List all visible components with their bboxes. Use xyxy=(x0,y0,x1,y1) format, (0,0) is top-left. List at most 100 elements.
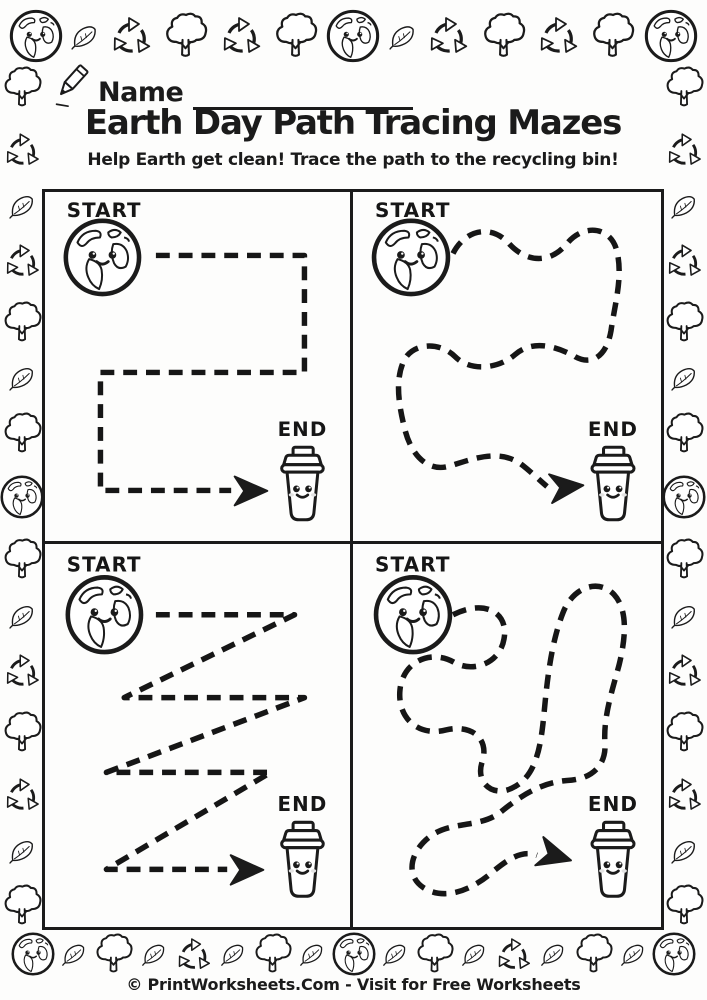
recycle-icon xyxy=(172,933,215,976)
leaf-icon xyxy=(140,940,168,968)
page-subtitle: Help Earth get clean! Trace the path to … xyxy=(87,150,619,170)
page-title: Earth Day Path Tracing Mazes xyxy=(84,103,622,143)
recycle-icon xyxy=(662,239,706,283)
earth-icon xyxy=(651,931,697,977)
leaf-icon xyxy=(69,21,100,52)
tree-icon xyxy=(251,933,294,976)
tree-icon xyxy=(662,884,706,928)
recycle-icon xyxy=(662,773,706,817)
earth-icon xyxy=(643,8,699,64)
recycling-bin-icon xyxy=(280,445,325,522)
tree-icon xyxy=(0,538,44,582)
leaf-icon xyxy=(7,601,37,631)
recycle-icon xyxy=(106,11,156,61)
recycle-icon xyxy=(662,128,706,172)
leaf-icon xyxy=(669,191,699,221)
earth-icon xyxy=(66,221,139,294)
tree-icon xyxy=(572,933,615,976)
maze-4-art: START END xyxy=(353,552,638,898)
name-input-line[interactable] xyxy=(193,71,414,110)
leaf-icon xyxy=(381,940,409,968)
tracing-path[interactable] xyxy=(103,611,308,873)
recycle-icon xyxy=(0,773,44,817)
maze-3-art: START END xyxy=(45,552,328,898)
earth-icon xyxy=(0,474,45,520)
earth-icon xyxy=(8,8,64,64)
leaf-icon xyxy=(298,940,326,968)
earth-icon xyxy=(331,931,377,977)
recycling-bin-icon xyxy=(590,445,636,522)
leaf-icon xyxy=(669,363,699,393)
tree-icon xyxy=(161,12,210,61)
recycle-icon xyxy=(662,649,706,693)
earth-icon xyxy=(376,577,450,652)
tracing-path[interactable] xyxy=(97,252,308,494)
tree-icon xyxy=(0,711,44,755)
arrow-icon xyxy=(229,854,265,886)
tree-icon xyxy=(413,933,456,976)
tree-icon xyxy=(662,711,706,755)
start-label: START xyxy=(67,552,142,576)
maze-cell-2: START END xyxy=(353,192,661,544)
leaf-icon xyxy=(619,940,647,968)
decorative-border-top xyxy=(8,6,699,66)
leaf-icon xyxy=(387,21,418,52)
footer-credit: © PrintWorksheets.Com - Visit for Free W… xyxy=(126,975,581,994)
recycle-icon xyxy=(492,933,535,976)
recycling-bin-icon xyxy=(280,820,325,898)
recycle-icon xyxy=(0,649,44,693)
end-label: END xyxy=(278,792,328,816)
start-label: START xyxy=(67,199,142,222)
earth-icon xyxy=(68,577,141,652)
tree-icon xyxy=(588,12,637,61)
name-row: Name xyxy=(46,60,414,110)
tracing-path[interactable] xyxy=(397,583,628,897)
tree-icon xyxy=(0,66,44,110)
leaf-icon xyxy=(7,836,37,866)
decorative-border-right xyxy=(663,66,705,928)
name-label: Name xyxy=(98,77,184,108)
arrow-icon xyxy=(548,469,586,505)
earth-icon xyxy=(661,474,707,520)
leaf-icon xyxy=(7,191,37,221)
leaf-icon xyxy=(460,940,488,968)
arrow-icon xyxy=(233,475,269,507)
maze-cell-3: START END xyxy=(45,544,353,927)
tree-icon xyxy=(0,412,44,456)
tree-icon xyxy=(662,301,706,345)
leaf-icon xyxy=(669,836,699,866)
maze-cell-1: START END xyxy=(45,192,353,544)
maze-grid: START END START END START xyxy=(42,189,664,930)
end-label: END xyxy=(588,792,638,816)
maze-1-art: START END xyxy=(45,199,328,522)
tree-icon xyxy=(0,301,44,345)
decorative-border-left xyxy=(1,66,43,928)
leaf-icon xyxy=(7,363,37,393)
end-label: END xyxy=(278,418,328,441)
leaf-icon xyxy=(219,940,247,968)
start-label: START xyxy=(375,199,451,222)
recycle-icon xyxy=(423,11,473,61)
recycling-bin-icon xyxy=(590,820,636,898)
tree-icon xyxy=(662,538,706,582)
recycle-icon xyxy=(0,128,44,172)
maze-cell-4: START END xyxy=(353,544,661,927)
earth-icon xyxy=(10,931,56,977)
start-label: START xyxy=(375,552,451,576)
tree-icon xyxy=(271,12,320,61)
decorative-border-bottom xyxy=(10,930,697,978)
recycle-icon xyxy=(216,11,266,61)
earth-icon xyxy=(325,8,381,64)
tree-icon xyxy=(479,12,528,61)
tracing-path[interactable] xyxy=(395,227,622,489)
tree-icon xyxy=(92,933,135,976)
tree-icon xyxy=(662,66,706,110)
arrow-icon xyxy=(534,836,577,876)
maze-2-art: START END xyxy=(353,199,638,522)
earth-icon xyxy=(374,221,448,294)
leaf-icon xyxy=(539,940,567,968)
recycle-icon xyxy=(533,11,583,61)
end-label: END xyxy=(588,418,638,441)
leaf-icon xyxy=(669,601,699,631)
